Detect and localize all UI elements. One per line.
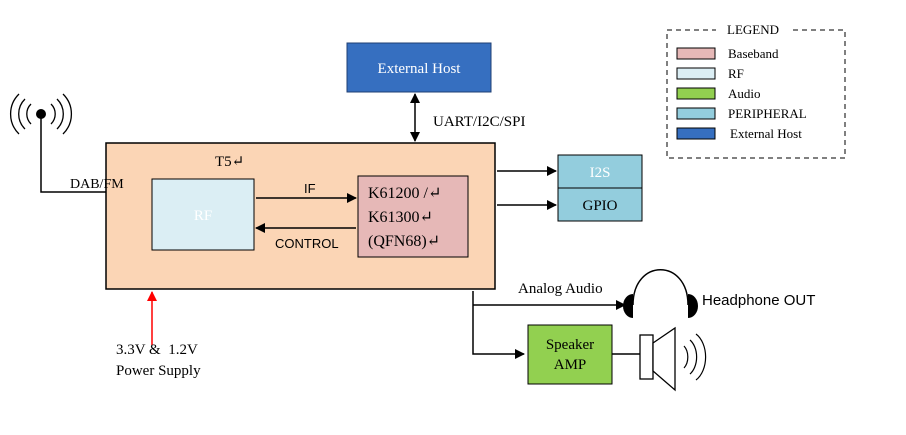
control-label: CONTROL bbox=[275, 236, 339, 251]
t5-module-title: T5↵ bbox=[215, 154, 244, 170]
legend-label: External Host bbox=[730, 126, 802, 141]
speaker-amp-label-line2: AMP bbox=[554, 357, 587, 373]
speaker-icon bbox=[639, 326, 707, 392]
legend-item-rf: RF bbox=[676, 66, 744, 81]
legend-label: Audio bbox=[728, 86, 761, 101]
i2s-block: I2S bbox=[557, 154, 643, 189]
headphone-icon bbox=[623, 269, 698, 318]
speaker-amp-block: Speaker AMP bbox=[527, 324, 613, 385]
gpio-label: GPIO bbox=[582, 198, 617, 214]
legend-label: RF bbox=[728, 66, 744, 81]
antenna-icon bbox=[10, 93, 72, 135]
analog-audio-label: Analog Audio bbox=[518, 281, 603, 297]
baseband-label-line2: K61300↵ bbox=[368, 209, 433, 226]
external-host-block: External Host bbox=[346, 42, 492, 93]
t5-module: T5↵ DAB/FM RF K61200 /↵ K61300↵ (QFN68)↵… bbox=[70, 142, 496, 290]
legend-swatch-rf bbox=[676, 67, 716, 80]
gpio-box bbox=[557, 187, 643, 222]
legend-swatch-peripheral bbox=[676, 107, 716, 120]
gpio-block: GPIO bbox=[557, 187, 643, 222]
speaker-amp-box bbox=[527, 324, 613, 385]
legend-item-peripheral: PERIPHERAL bbox=[676, 106, 807, 121]
host-bus-label: UART/I2C/SPI bbox=[433, 114, 525, 130]
legend-item-baseband: Baseband bbox=[676, 46, 779, 61]
speaker-amp-feed bbox=[472, 291, 525, 359]
legend-item-audio: Audio bbox=[676, 86, 761, 101]
legend: LEGEND Baseband RF Audio PERIPHERAL Exte… bbox=[666, 22, 846, 159]
if-label: IF bbox=[304, 181, 316, 196]
rf-label: RF bbox=[194, 208, 212, 224]
legend-label: PERIPHERAL bbox=[728, 106, 807, 121]
legend-swatch-audio bbox=[676, 87, 716, 100]
power-label-line1: 3.3V & 1.2V bbox=[116, 342, 198, 358]
rf-block bbox=[151, 178, 255, 251]
legend-label: Baseband bbox=[728, 46, 779, 61]
speaker-amp-label-line1: Speaker bbox=[546, 337, 594, 353]
baseband-label-line3: (QFN68)↵ bbox=[368, 233, 440, 250]
external-host-label: External Host bbox=[378, 61, 462, 77]
legend-swatch-external-host bbox=[676, 127, 716, 140]
i2s-label: I2S bbox=[590, 165, 611, 181]
legend-title: LEGEND bbox=[727, 22, 779, 37]
legend-item-external-host: External Host bbox=[676, 126, 802, 141]
headphone-out-label: Headphone OUT bbox=[702, 292, 815, 309]
power-label-line2: Power Supply bbox=[116, 363, 201, 379]
baseband-label-line1: K61200 /↵ bbox=[368, 185, 441, 202]
antenna-input-label: DAB/FM bbox=[70, 177, 124, 192]
external-host-box bbox=[346, 42, 492, 93]
legend-swatch-baseband bbox=[676, 47, 716, 60]
baseband-block bbox=[357, 175, 469, 258]
i2s-box bbox=[557, 154, 643, 189]
